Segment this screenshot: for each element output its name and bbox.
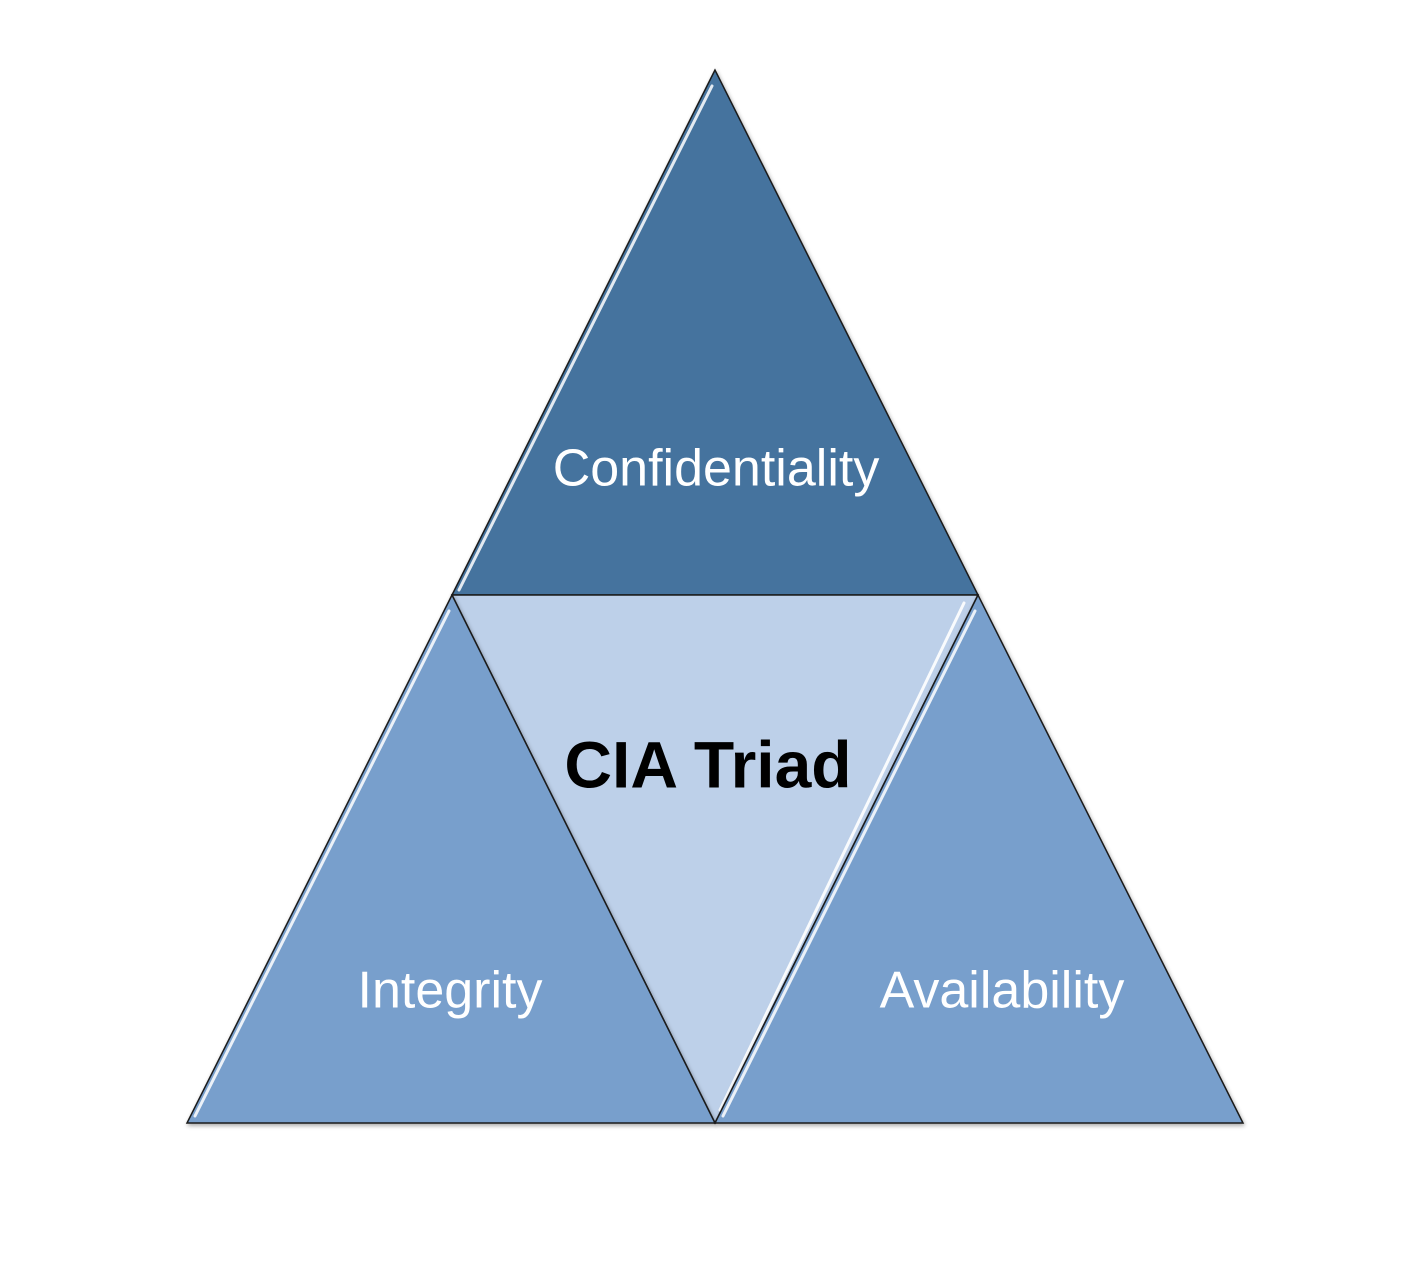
center-bevel-highlight <box>718 601 966 1112</box>
segment-integrity: Integrity <box>185 593 717 1124</box>
segment-availability: Availability <box>713 593 1245 1124</box>
availability-label: Availability <box>880 962 1125 1020</box>
confidentiality-bevel-highlight <box>457 84 714 592</box>
confidentiality-label: Confidentiality <box>553 440 880 498</box>
integrity-bevel-highlight <box>193 609 451 1118</box>
integrity-label: Integrity <box>358 962 543 1020</box>
confidentiality-triangle <box>450 68 980 596</box>
integrity-triangle <box>185 593 717 1124</box>
segment-confidentiality: Confidentiality <box>450 68 980 596</box>
availability-triangle <box>713 593 1245 1124</box>
availability-bevel-highlight <box>721 609 977 1118</box>
cia-triad-title: CIA Triad <box>564 727 851 801</box>
